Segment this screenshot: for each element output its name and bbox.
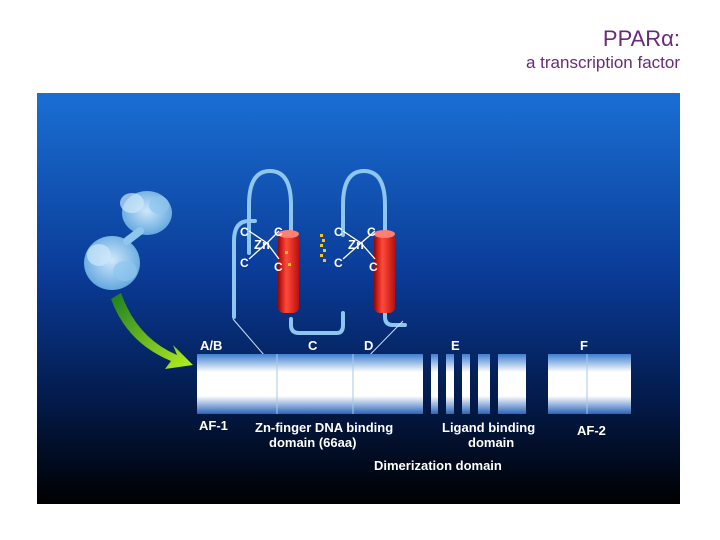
cys-label: C xyxy=(367,225,376,239)
domain-label-e: E xyxy=(451,338,460,353)
cys-label: C xyxy=(334,256,343,270)
cys-label: C xyxy=(274,260,283,274)
zinc-label: Zn xyxy=(348,237,364,252)
zinc-coordination-dots xyxy=(285,234,326,266)
zinc-finger-1: C C C C Zn xyxy=(240,225,283,274)
cys-label: C xyxy=(369,260,378,274)
segment-e4 xyxy=(478,354,490,414)
zn-domain-label-line1: Zn-finger DNA binding xyxy=(255,420,393,435)
segment-c xyxy=(277,354,353,414)
domain-label-f: F xyxy=(580,338,588,353)
cys-label: C xyxy=(240,225,249,239)
af1-label: AF-1 xyxy=(199,418,228,433)
protein-dimer-icon xyxy=(84,191,172,290)
af2-label: AF-2 xyxy=(577,423,606,438)
domain-label-d: D xyxy=(364,338,373,353)
segment-e5 xyxy=(498,354,526,414)
zinc-finger-backbone xyxy=(232,168,407,335)
page-subtitle: a transcription factor xyxy=(525,53,680,72)
domain-label-c: C xyxy=(308,338,318,353)
ligand-domain-label-line2: domain xyxy=(468,435,514,450)
title-block: PPARα: a transcription factor xyxy=(526,26,680,74)
alpha-helix-1 xyxy=(278,230,299,313)
cys-label: C xyxy=(240,256,249,270)
segment-e2 xyxy=(446,354,454,414)
segment-ab xyxy=(197,354,277,414)
domain-bar xyxy=(197,354,631,414)
binding-arrow-icon xyxy=(111,293,193,369)
segment-d xyxy=(353,354,423,414)
domain-label-ab: A/B xyxy=(200,338,222,353)
zinc-finger-2: C C C C Zn xyxy=(334,225,378,274)
segment-e3 xyxy=(462,354,470,414)
dimerization-label: Dimerization domain xyxy=(374,458,502,473)
segment-f xyxy=(548,354,631,414)
diagram-background xyxy=(37,93,680,504)
zn-domain-label-line2: domain (66aa) xyxy=(269,435,356,450)
cys-label: C xyxy=(334,225,343,239)
segment-e1 xyxy=(431,354,438,414)
page-title: PPARα: xyxy=(602,26,680,51)
alpha-helix-2 xyxy=(374,230,395,313)
cys-label: C xyxy=(274,225,283,239)
ppar-domain-diagram: C C C C Zn C C C C Zn A/B C D E F AF-1 Z… xyxy=(37,93,680,504)
ligand-domain-label-line1: Ligand binding xyxy=(442,420,535,435)
zinc-label: Zn xyxy=(254,237,270,252)
